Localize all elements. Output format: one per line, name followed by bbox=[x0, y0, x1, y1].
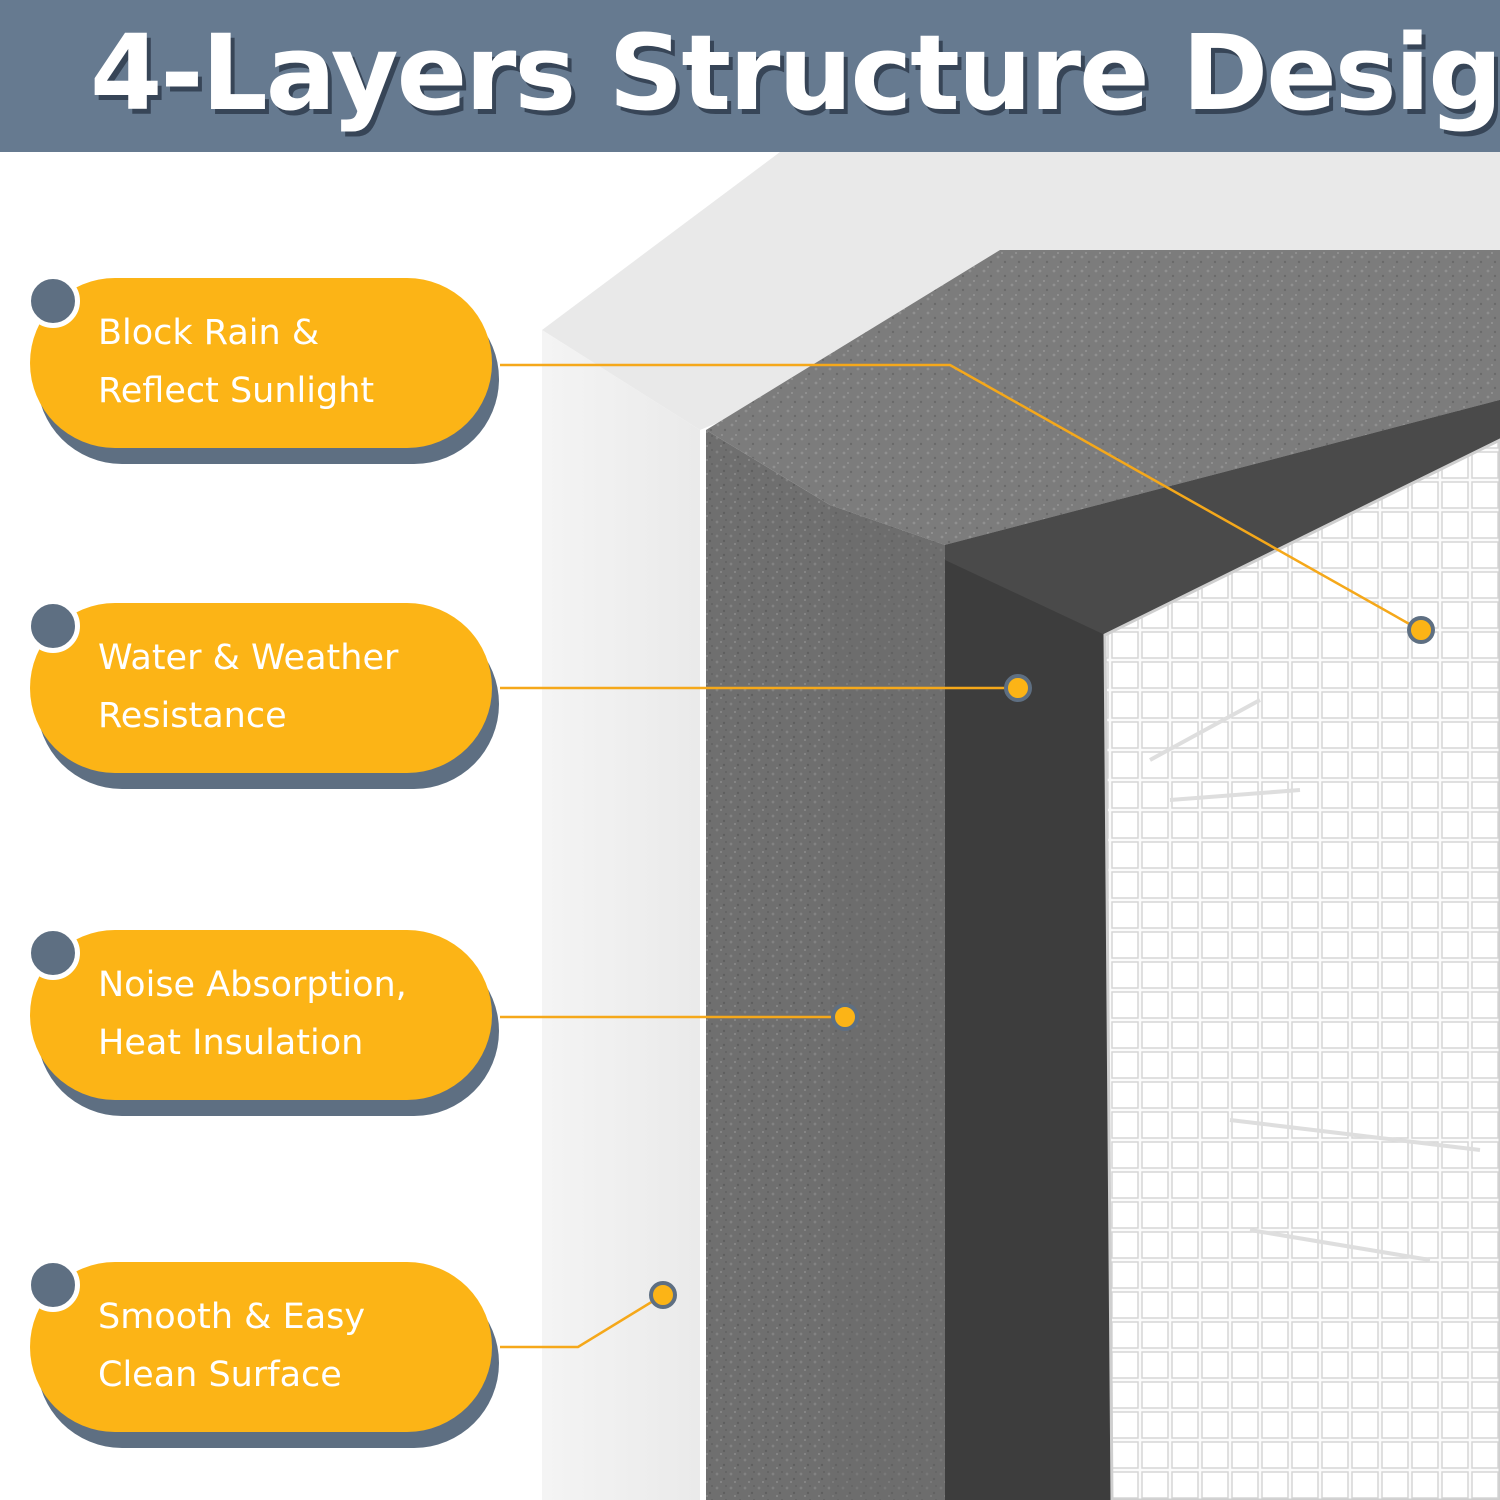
callout-line: Water & Weather bbox=[98, 638, 399, 678]
title-banner: 4-Layers Structure Design bbox=[0, 0, 1500, 152]
foil-wrinkle bbox=[1149, 698, 1481, 1262]
callout-line: Clean Surface bbox=[98, 1355, 342, 1395]
callout-label: Noise Absorption, Heat Insulation bbox=[98, 956, 488, 1072]
callout-line: Smooth & Easy bbox=[98, 1297, 366, 1337]
marker-dot-4 bbox=[649, 1281, 677, 1309]
callout-line: Reflect Sunlight bbox=[98, 371, 375, 411]
marker-dot-3 bbox=[831, 1003, 859, 1031]
leader-line-1 bbox=[500, 363, 1421, 632]
foam-layer-top bbox=[706, 250, 1500, 545]
callout-block-rain: Block Rain & Reflect Sunlight bbox=[26, 274, 492, 448]
leader-line-4 bbox=[500, 1293, 664, 1349]
foam-layer-edge bbox=[706, 430, 945, 1500]
marker-dot-1 bbox=[1407, 616, 1435, 644]
backing-layer-edge bbox=[542, 330, 700, 1500]
callout-label: Block Rain & Reflect Sunlight bbox=[98, 304, 488, 420]
callout-noise-absorption: Noise Absorption, Heat Insulation bbox=[26, 926, 492, 1100]
layer-illustration bbox=[500, 152, 1500, 1500]
callout-line: Heat Insulation bbox=[98, 1023, 364, 1063]
bullet-dot bbox=[26, 926, 80, 980]
callout-line: Resistance bbox=[98, 696, 287, 736]
callout-line: Block Rain & bbox=[98, 313, 320, 353]
bullet-dot bbox=[26, 274, 80, 328]
callout-label: Water & Weather Resistance bbox=[98, 629, 488, 745]
foam-layer-bevel bbox=[830, 505, 945, 1500]
bullet-dot bbox=[26, 599, 80, 653]
foil-surface bbox=[1103, 438, 1500, 1500]
bullet-dot bbox=[26, 1258, 80, 1312]
marker-dot-2 bbox=[1004, 674, 1032, 702]
callout-water-resistance: Water & Weather Resistance bbox=[26, 599, 492, 773]
page-title: 4-Layers Structure Design bbox=[90, 12, 1500, 134]
callout-line: Noise Absorption, bbox=[98, 965, 407, 1005]
callout-smooth-surface: Smooth & Easy Clean Surface bbox=[26, 1258, 492, 1432]
callout-label: Smooth & Easy Clean Surface bbox=[98, 1288, 488, 1404]
